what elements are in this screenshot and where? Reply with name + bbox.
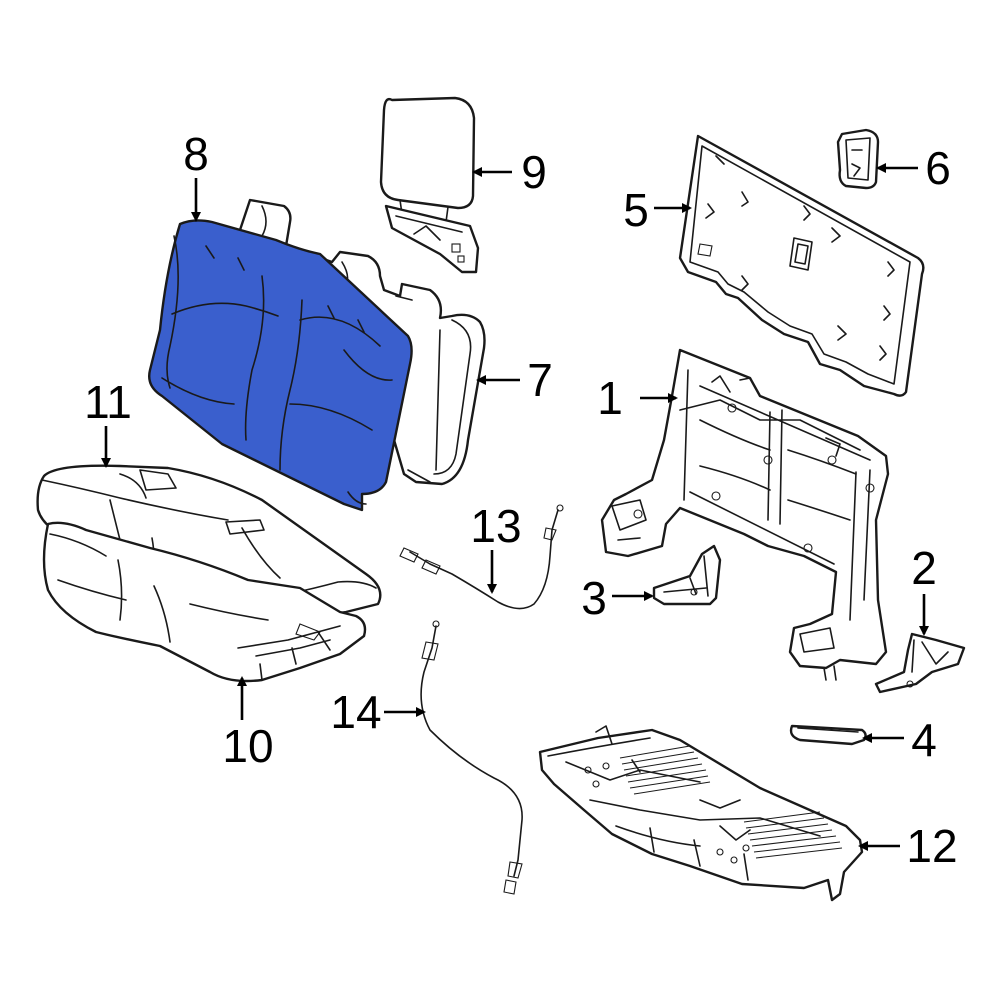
callout-11: 11	[84, 376, 132, 428]
leader-lines	[101, 163, 929, 851]
part-14-release-cable[interactable]	[420, 620, 523, 895]
part-2-bracket[interactable]	[874, 632, 966, 694]
part-5-back-panel[interactable]	[678, 134, 925, 397]
part-8-seatback-cushion[interactable]	[148, 219, 413, 512]
callout-4: 4	[911, 714, 937, 766]
callout-labels: 1 2 3 4 5 6 7 8 9 10 11 12 13 14	[84, 128, 957, 872]
part-6-bracket[interactable]	[836, 128, 880, 190]
part-9-headrest[interactable]	[379, 96, 480, 274]
callout-1: 1	[597, 372, 623, 424]
callout-8: 8	[183, 128, 209, 180]
callout-10: 10	[222, 720, 273, 772]
callout-7: 7	[527, 354, 553, 406]
part-10-seat-cushion[interactable]	[42, 521, 367, 683]
callout-3: 3	[581, 572, 607, 624]
part-13-release-cable[interactable]	[399, 504, 564, 610]
callout-12: 12	[906, 820, 957, 872]
part-1-seatback-frame[interactable]	[600, 348, 890, 681]
callout-2: 2	[911, 542, 937, 594]
callout-5: 5	[623, 184, 649, 236]
part-12-cushion-frame[interactable]	[538, 725, 864, 902]
callout-6: 6	[925, 142, 951, 194]
callout-14: 14	[330, 686, 381, 738]
part-3-bracket[interactable]	[652, 544, 722, 606]
callout-13: 13	[470, 500, 521, 552]
callout-9: 9	[521, 146, 547, 198]
part-4-trim[interactable]	[789, 724, 867, 746]
